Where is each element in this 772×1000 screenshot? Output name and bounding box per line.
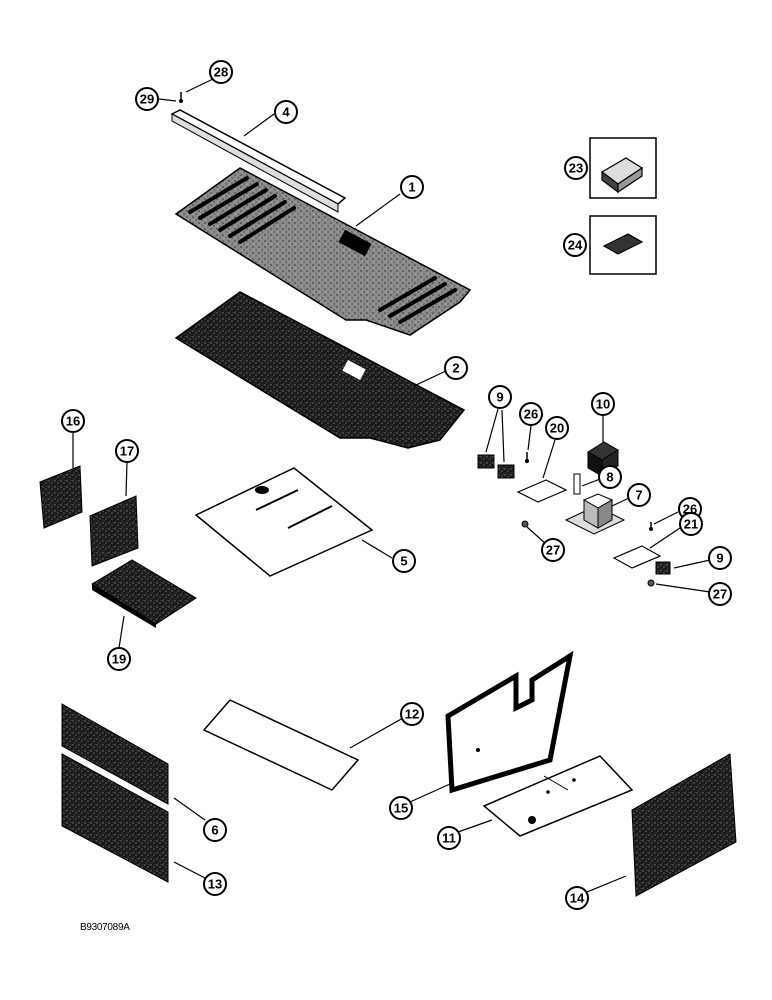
part-28-screw [179, 92, 183, 103]
svg-text:26: 26 [524, 407, 538, 422]
callouts: 28 29 4 1 23 24 2 9 26 20 10 8 7 26 21 9… [61, 60, 732, 910]
svg-text:8: 8 [606, 470, 613, 485]
part-15-lpanel [445, 650, 574, 794]
svg-text:9: 9 [496, 390, 503, 405]
svg-text:16: 16 [66, 414, 80, 429]
svg-text:13: 13 [208, 877, 222, 892]
callout-8: 8 [598, 465, 622, 489]
part-12-plate [202, 699, 360, 791]
svg-text:14: 14 [570, 891, 585, 906]
svg-text:9: 9 [716, 551, 723, 566]
svg-text:17: 17 [120, 444, 134, 459]
callout-29: 29 [135, 87, 159, 111]
part-7-socket [564, 493, 626, 535]
callout-7: 7 [627, 483, 651, 507]
part-13-panel [61, 753, 169, 883]
callout-13: 13 [203, 872, 227, 896]
svg-text:23: 23 [569, 161, 583, 176]
part-27-nut-right [647, 579, 655, 587]
svg-text:5: 5 [400, 554, 407, 569]
svg-text:29: 29 [140, 92, 154, 107]
part-26-screw-lower [649, 522, 653, 531]
svg-text:27: 27 [713, 587, 727, 602]
svg-text:2: 2 [452, 361, 459, 376]
part-8-pin [573, 473, 581, 495]
diagram-reference-code: B9307089A [80, 922, 130, 933]
callout-5: 5 [392, 549, 416, 573]
svg-text:27: 27 [546, 543, 560, 558]
part-26-screw-upper [525, 452, 529, 463]
svg-text:24: 24 [568, 238, 583, 253]
part-1-top-panel [174, 167, 472, 336]
callout-24: 24 [563, 233, 587, 257]
callout-26-upper: 26 [519, 402, 543, 426]
part-5-plate [194, 467, 374, 577]
callout-9-upper: 9 [488, 385, 512, 409]
svg-text:15: 15 [394, 801, 408, 816]
svg-text:21: 21 [684, 517, 698, 532]
callout-19: 19 [107, 647, 131, 671]
callout-16: 16 [61, 409, 85, 433]
callout-11: 11 [437, 826, 461, 850]
callout-23: 23 [564, 156, 588, 180]
callout-14: 14 [565, 886, 589, 910]
svg-text:28: 28 [214, 65, 228, 80]
part-16-pad [39, 465, 83, 529]
part-9-pair [477, 454, 515, 479]
leader-lines [72, 77, 711, 893]
part-6-panel [61, 703, 169, 805]
part-9-single [655, 561, 671, 575]
callout-4: 4 [274, 100, 298, 124]
svg-text:1: 1 [408, 180, 415, 195]
part-11-plate [482, 755, 634, 837]
part-2-board [174, 291, 466, 449]
svg-text:12: 12 [405, 707, 419, 722]
part-21-bracket [612, 545, 662, 569]
part-17-pad [89, 495, 139, 567]
callout-28: 28 [209, 60, 233, 84]
svg-text:4: 4 [282, 105, 290, 120]
callout-10: 10 [591, 392, 615, 416]
callout-12: 12 [400, 702, 424, 726]
part-4-rail [170, 109, 347, 213]
callout-9-lower: 9 [708, 546, 732, 570]
part-24-inset [589, 215, 657, 275]
callout-17: 17 [115, 439, 139, 463]
part-23-inset [589, 137, 657, 199]
callout-15: 15 [389, 796, 413, 820]
part-14-panel [631, 753, 737, 897]
callout-2: 2 [444, 356, 468, 380]
svg-text:7: 7 [635, 488, 642, 503]
callout-1: 1 [400, 175, 424, 199]
callout-21: 21 [679, 512, 703, 536]
part-19-block [91, 559, 197, 628]
callout-6: 6 [203, 818, 227, 842]
part-27-nut-left [521, 520, 529, 528]
svg-text:19: 19 [112, 652, 126, 667]
callout-27-right: 27 [708, 582, 732, 606]
svg-text:20: 20 [550, 421, 564, 436]
svg-text:6: 6 [211, 823, 218, 838]
callout-20: 20 [545, 416, 569, 440]
svg-text:11: 11 [442, 831, 456, 846]
callout-27-left: 27 [541, 538, 565, 562]
part-20-bracket [516, 479, 568, 503]
svg-text:10: 10 [596, 397, 610, 412]
